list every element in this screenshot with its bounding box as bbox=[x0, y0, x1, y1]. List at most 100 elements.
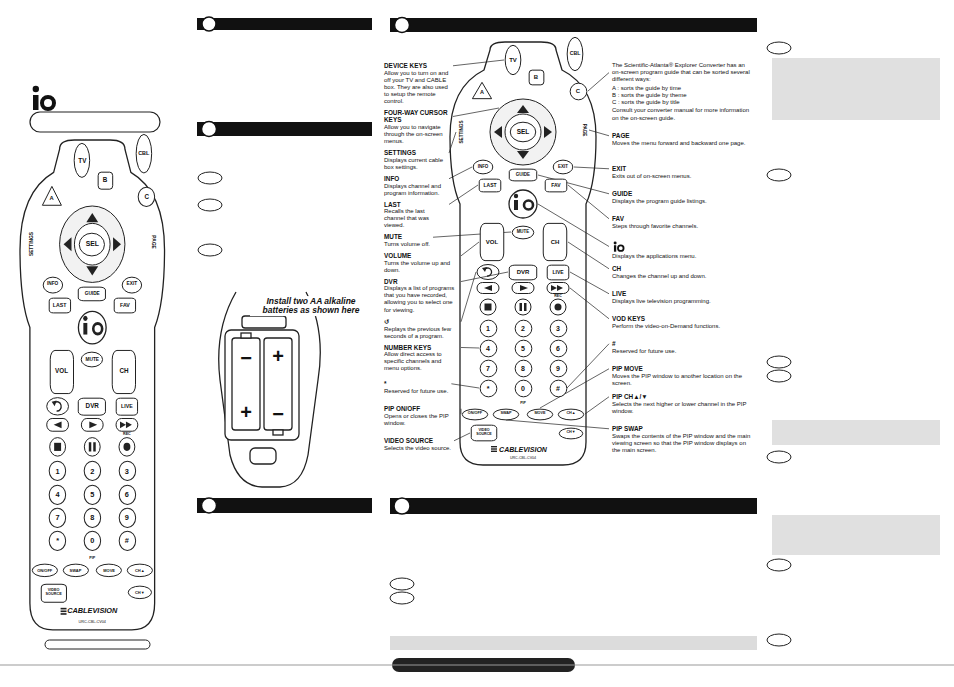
callout-text: Opens or closes the PIP window. bbox=[384, 413, 458, 427]
graphic-part bbox=[618, 245, 624, 251]
graphic-part bbox=[82, 353, 103, 368]
callout: The Scientific-Atlanta® Explorer Convert… bbox=[612, 62, 754, 122]
remote-button: ON/OFF bbox=[32, 564, 58, 577]
callout: PIP ON/OFFOpens or closes the PIP window… bbox=[384, 405, 458, 427]
callout-text: Displays current cable box settings. bbox=[384, 157, 446, 171]
graphic-part bbox=[509, 169, 536, 181]
graphic-part bbox=[119, 462, 135, 481]
remote-button: SEL bbox=[510, 122, 536, 142]
graphic-part bbox=[767, 370, 791, 382]
button-label: 6 bbox=[125, 491, 129, 498]
graphic-part bbox=[33, 86, 39, 92]
button-label: TV bbox=[78, 158, 86, 164]
remote-button: DVR bbox=[78, 398, 106, 415]
graphic-part bbox=[197, 18, 372, 30]
graphic-part bbox=[557, 285, 563, 291]
button-label: VIDEO SOURCE bbox=[42, 589, 65, 597]
polarity-mark: + bbox=[240, 402, 252, 423]
graphic-part bbox=[524, 201, 533, 210]
graphic-part bbox=[83, 323, 87, 335]
remote-button: CH▼ bbox=[128, 586, 152, 599]
remote-button: 4 bbox=[480, 340, 497, 357]
callout: EXITExits out of on-screen menus. bbox=[612, 165, 754, 180]
graphic-part bbox=[84, 531, 100, 550]
button-label: 9 bbox=[125, 514, 129, 521]
graphic-part bbox=[241, 333, 251, 338]
graphic-part bbox=[84, 462, 100, 481]
button-label: DVR bbox=[86, 403, 99, 409]
remote-button: 6 bbox=[550, 340, 567, 357]
graphic-part bbox=[505, 45, 521, 74]
button-label: 5 bbox=[521, 345, 525, 352]
button-label: MUTE bbox=[86, 358, 99, 363]
callout-heading: VOLUME bbox=[384, 252, 411, 260]
graphic-part bbox=[480, 340, 497, 357]
callout: SETTINGSDisplays current cable box setti… bbox=[384, 149, 446, 171]
graphic-part bbox=[49, 298, 70, 313]
graphic-part bbox=[119, 438, 135, 457]
button-label: GUIDE bbox=[85, 292, 100, 297]
graphic-part bbox=[119, 485, 135, 504]
key-label: SETTINGS bbox=[29, 232, 34, 256]
leader-line bbox=[453, 108, 499, 116]
graphic-part bbox=[491, 446, 497, 447]
graphic-part bbox=[42, 186, 61, 205]
graphic-part bbox=[43, 277, 62, 293]
callout: DEVICE KEYSAllow you to turn on and off … bbox=[384, 62, 450, 105]
graphic-part bbox=[510, 122, 535, 142]
button-label: ON/OFF bbox=[37, 569, 52, 573]
remote-button: EXIT bbox=[122, 277, 142, 293]
leader-line bbox=[506, 420, 609, 429]
button-label: FAV bbox=[120, 303, 130, 308]
callout: MUTETurns volume off. bbox=[384, 233, 458, 248]
graphic-part bbox=[480, 380, 497, 397]
remote-button: CH▲ bbox=[558, 409, 584, 420]
leader-line bbox=[570, 288, 609, 319]
graphic-part bbox=[390, 592, 414, 604]
battery-illustration bbox=[219, 292, 321, 487]
leader-line bbox=[449, 132, 456, 153]
callout-text: Allow you to turn on and off your TV and… bbox=[384, 70, 450, 105]
remote-button: 2 bbox=[84, 461, 101, 481]
callout: #Reserved for future use. bbox=[612, 340, 754, 355]
graphic-part bbox=[547, 265, 569, 280]
graphic-part bbox=[114, 298, 135, 313]
brand-logo: CABLEVISION bbox=[499, 446, 547, 453]
remote-button: A bbox=[42, 186, 62, 206]
graphic-part bbox=[198, 172, 222, 184]
leader-line bbox=[570, 272, 609, 294]
graphic-part bbox=[515, 380, 532, 397]
callout-text: Allow direct access to specific channels… bbox=[384, 351, 458, 372]
graphic-part bbox=[50, 438, 66, 457]
callout-text: Moves the PIP window to another location… bbox=[612, 373, 754, 387]
graphic-part bbox=[136, 135, 152, 174]
button-label: EXIT bbox=[558, 165, 568, 170]
graphic-part bbox=[484, 285, 492, 291]
graphic-part bbox=[64, 237, 72, 251]
remote-button: ON/OFF bbox=[462, 409, 488, 420]
graphic-part bbox=[390, 498, 757, 514]
button-label: 0 bbox=[90, 537, 94, 544]
graphic-part bbox=[527, 409, 552, 420]
button-label: B bbox=[534, 74, 538, 80]
graphic-part bbox=[482, 267, 487, 272]
remote-button: FAV bbox=[114, 298, 136, 313]
button-label: 1 bbox=[486, 325, 490, 332]
graphic-part bbox=[225, 330, 299, 440]
graphic-part bbox=[123, 443, 130, 451]
key-label: PAGE bbox=[582, 124, 587, 137]
remote-button: 3 bbox=[550, 320, 567, 337]
button-label: 8 bbox=[90, 514, 94, 521]
remote-outline bbox=[20, 140, 165, 630]
callout: PIP SWAPSwaps the contents of the PIP wi… bbox=[612, 425, 754, 454]
graphic-part bbox=[49, 508, 65, 527]
graphic-part bbox=[570, 83, 587, 100]
graphic-part bbox=[550, 320, 567, 337]
remote-button: FAV bbox=[545, 179, 567, 192]
button-label: VOL bbox=[486, 239, 498, 245]
button-label: B bbox=[103, 177, 108, 183]
graphic-part bbox=[509, 265, 536, 280]
remote-button: B bbox=[529, 70, 544, 85]
graphic-part bbox=[86, 266, 98, 275]
remote-button: LAST bbox=[479, 179, 501, 192]
